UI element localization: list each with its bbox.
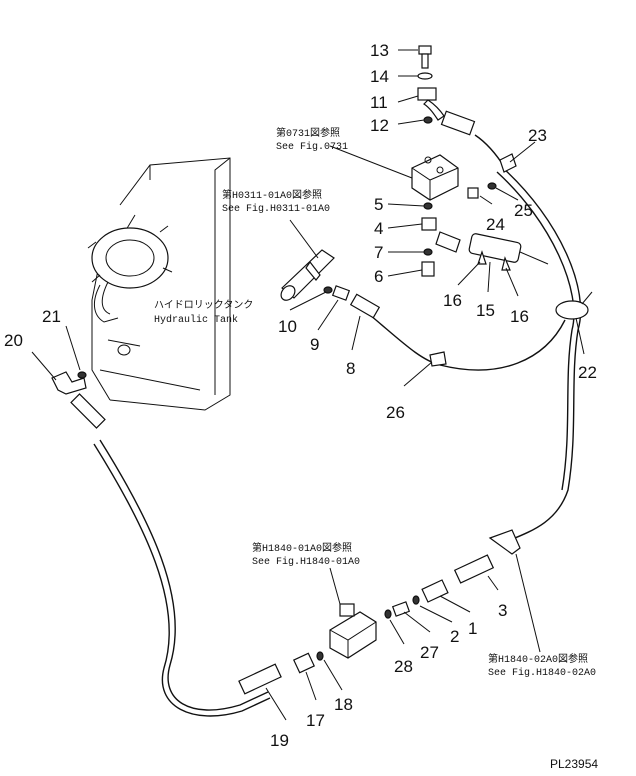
drawing-code: PL23954 (550, 757, 598, 771)
oring-10 (323, 286, 333, 294)
callout-9: 9 (310, 335, 319, 354)
hydraulic-tank (87, 157, 231, 411)
clamp-23 (499, 153, 517, 173)
hose-end-19 (238, 663, 282, 695)
adapter-4 (421, 217, 437, 231)
callout-15: 15 (476, 301, 495, 320)
callout-13: 13 (370, 41, 389, 60)
valve-block (411, 154, 459, 201)
hose-right (502, 167, 582, 541)
ref-figH1840-01-jp: 第H1840-01A0図参照 (252, 541, 352, 555)
ref-figH1840-02-en: See Fig.H1840-02A0 (488, 667, 596, 679)
hose-right-inner (496, 171, 575, 491)
callout-24: 24 (486, 215, 505, 234)
callout-22: 22 (578, 363, 597, 382)
washer-14 (417, 72, 433, 80)
oring-28 (384, 609, 392, 619)
callout-6: 6 (374, 267, 383, 286)
oring-18 (316, 651, 324, 661)
valve-block-bottom (329, 603, 377, 659)
leader-lines (31, 49, 585, 721)
tank-label-en: Hydraulic Tank (154, 314, 238, 326)
fitting-1 (421, 579, 449, 603)
oring-12 (423, 116, 433, 124)
callout-5: 5 (374, 195, 383, 214)
hose-end-left (70, 393, 106, 429)
callout-11: 11 (370, 93, 388, 112)
oring-5 (423, 202, 433, 210)
adapter-9 (331, 285, 351, 301)
pipe-h0311 (280, 249, 335, 301)
hose-fitting-15 (435, 231, 549, 271)
bracket-h1840-02 (488, 529, 521, 555)
reference-labels: 第0731図参照 See Fig.0731 第H0311-01A0図参照 See… (154, 126, 598, 771)
hose-end-fitting-top (440, 110, 476, 136)
callout-18: 18 (334, 695, 353, 714)
callout-10: 10 (278, 317, 297, 336)
tank-label-jp: ハイドロリックタンク (154, 299, 253, 312)
callout-21: 21 (42, 307, 61, 326)
callout-14: 14 (370, 67, 389, 86)
callout-27: 27 (420, 643, 439, 662)
ref-figH1840-02-jp: 第H1840-02A0図参照 (488, 652, 588, 666)
oring-21 (77, 371, 87, 379)
callout-19: 19 (270, 731, 289, 750)
clamp-22 (555, 291, 593, 320)
callout-2: 2 (450, 627, 459, 646)
callout-4: 4 (374, 219, 383, 238)
callout-26: 26 (386, 403, 405, 422)
oring-7 (423, 248, 433, 256)
callout-8: 8 (346, 359, 355, 378)
callout-16-right: 16 (510, 307, 529, 326)
bolt-24 (467, 182, 497, 199)
callout-1: 1 (468, 619, 477, 638)
ref-fig0731-jp: 第0731図参照 (276, 126, 340, 140)
hose-center (369, 314, 566, 371)
elbow-11 (417, 87, 445, 121)
callout-16-left: 16 (443, 291, 462, 310)
clamp-26 (429, 351, 447, 367)
callout-17: 17 (306, 711, 325, 730)
callout-numbers: 13 14 11 12 23 5 4 7 6 24 25 16 15 16 21… (4, 41, 597, 750)
ref-figH1840-01-en: See Fig.H1840-01A0 (252, 556, 360, 568)
callout-25: 25 (514, 201, 533, 220)
ref-fig0731-en: See Fig.0731 (276, 141, 348, 153)
ref-figH0311-en: See Fig.H0311-01A0 (222, 203, 330, 215)
hose-left-inner (93, 443, 271, 717)
callout-12: 12 (370, 116, 389, 135)
oring-2 (412, 595, 420, 605)
hose-left (99, 439, 269, 711)
callout-3: 3 (498, 601, 507, 620)
hose-end-3 (453, 554, 495, 584)
callout-20: 20 (4, 331, 23, 350)
callout-23: 23 (528, 126, 547, 145)
adapter-17 (292, 652, 316, 674)
bolt-13 (418, 45, 432, 69)
ref-figH0311-jp: 第H0311-01A0図参照 (222, 188, 322, 202)
callout-7: 7 (374, 243, 383, 262)
bolt-6 (421, 261, 435, 277)
callout-28: 28 (394, 657, 413, 676)
hose-end-8 (349, 293, 381, 319)
elbow-20 (51, 371, 87, 395)
